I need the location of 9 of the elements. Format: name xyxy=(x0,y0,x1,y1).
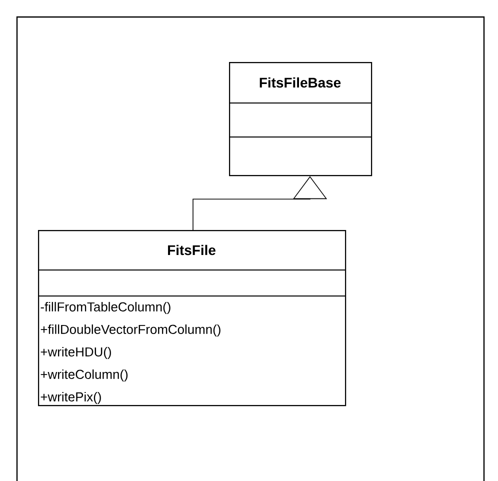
method-text: +writeHDU() xyxy=(40,346,111,360)
class-name: FitsFile xyxy=(168,244,216,256)
method-text: -fillFromTableColumn() xyxy=(40,302,170,314)
class-name: FitsFileBase xyxy=(260,77,341,88)
method-text: +writePix() xyxy=(40,392,101,404)
method-text: +fillDoubleVectorFromColumn() xyxy=(40,324,220,337)
class-box xyxy=(228,62,372,176)
method-text: +writeColumn() xyxy=(40,369,128,382)
class-box xyxy=(38,230,346,406)
